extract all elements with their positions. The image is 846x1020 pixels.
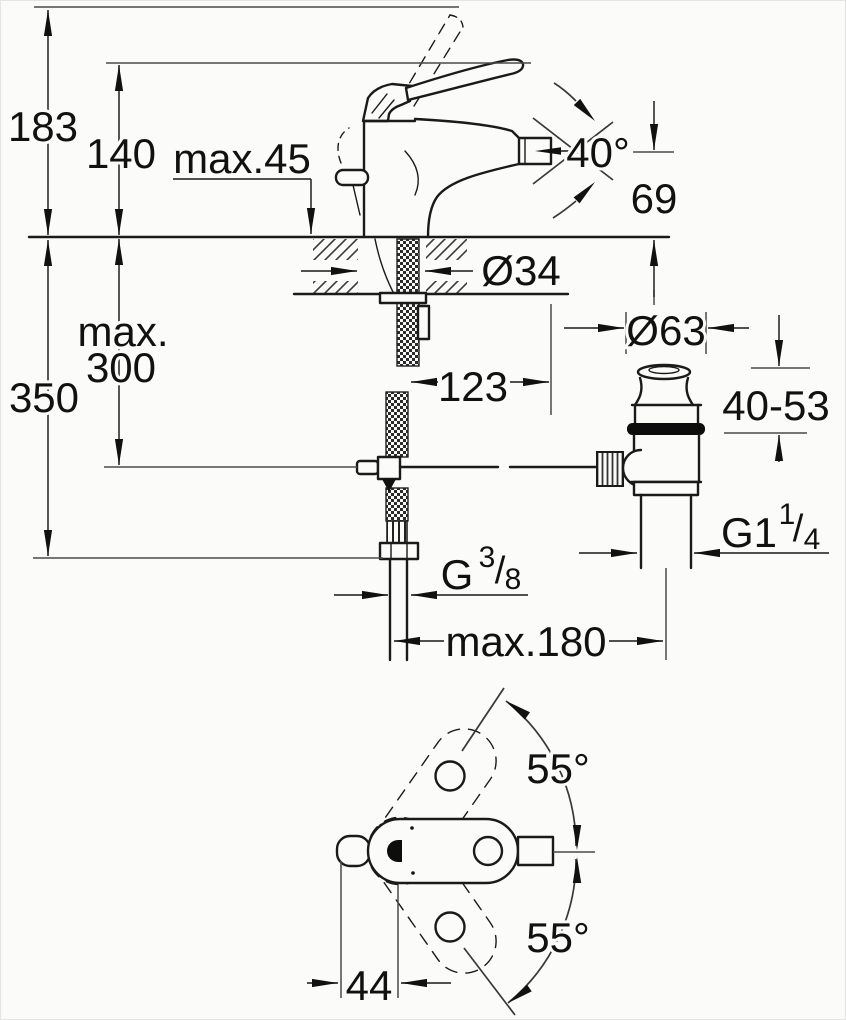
label-69: 69 [631,175,678,222]
svg-text:8: 8 [505,563,522,596]
mounting-hole-lower [434,911,466,943]
label-55deg-upper: 55° [526,745,590,792]
counter-cross-section [27,235,671,296]
lever-handle [404,58,525,102]
mounting-flange [378,291,428,305]
pop-up-rod-linkage [355,455,600,492]
svg-text:3: 3 [479,541,496,574]
pop-up-waste [596,290,705,660]
label-300: 300 [86,344,156,391]
label-44: 44 [346,962,393,1009]
base-right-hole [472,835,504,867]
svg-text:/: / [793,508,804,550]
label-max45: max.45 [173,135,311,182]
svg-text:/: / [495,550,506,592]
label-max: max. [77,308,168,355]
dimension-lines [33,6,829,998]
base-plan-view [335,687,595,1016]
dim-40-53 [724,315,810,462]
label-40-53: 40-53 [722,382,829,429]
supply-pipe [388,557,409,662]
label-dia34: Ø34 [481,247,560,294]
label-140: 140 [86,130,156,177]
hose-fitting [416,304,431,341]
label-350: 350 [9,374,79,421]
label-dia63: Ø63 [626,307,705,354]
dim-44 [307,861,451,998]
label-123: 123 [438,363,508,410]
label-183: 183 [8,103,78,150]
supply-hose [355,238,600,662]
waste-o-ring [627,423,705,435]
flow-direction-arrow [535,147,561,155]
faucet-body [362,117,553,239]
base-slot [387,840,402,862]
dimension-labels: 183 140 max.45 40° 69 Ø34 max. 300 350 1… [5,100,833,1012]
dim-69 [633,101,674,297]
waste-tailpipe [639,493,693,570]
dim-dia63 [564,312,749,354]
label-g1-1-4: G1 1 / 4 [718,495,823,559]
swivel-angle-upper-annotation [461,687,582,850]
lever-hub [361,82,417,123]
swivel-angle-lower-annotation [463,857,582,1016]
braided-hose-lower [385,487,409,522]
svg-text:G: G [441,551,474,598]
mounting-hole-upper [434,760,466,792]
label-55deg-lower: 55° [526,914,590,961]
spout-angle-annotation [532,82,614,219]
braided-hose-middle [385,391,409,458]
supply-nut [378,541,420,561]
faucet-side-view [334,14,614,239]
svg-text:1: 1 [779,498,796,531]
label-max180: max.180 [445,618,606,665]
svg-text:G1: G1 [721,509,777,556]
svg-text:4: 4 [804,523,821,556]
base-connector [516,835,555,867]
pull-rod-knob [334,168,370,216]
dim-max45 [173,178,316,234]
label-g3-8: G 3 / 8 [438,538,525,601]
label-40deg: 40° [566,129,630,176]
dim-123 [411,304,552,415]
waste-flange [632,480,700,497]
hose-ferrule [386,520,408,545]
waste-knob [596,448,643,488]
base-left-tab [335,834,372,868]
